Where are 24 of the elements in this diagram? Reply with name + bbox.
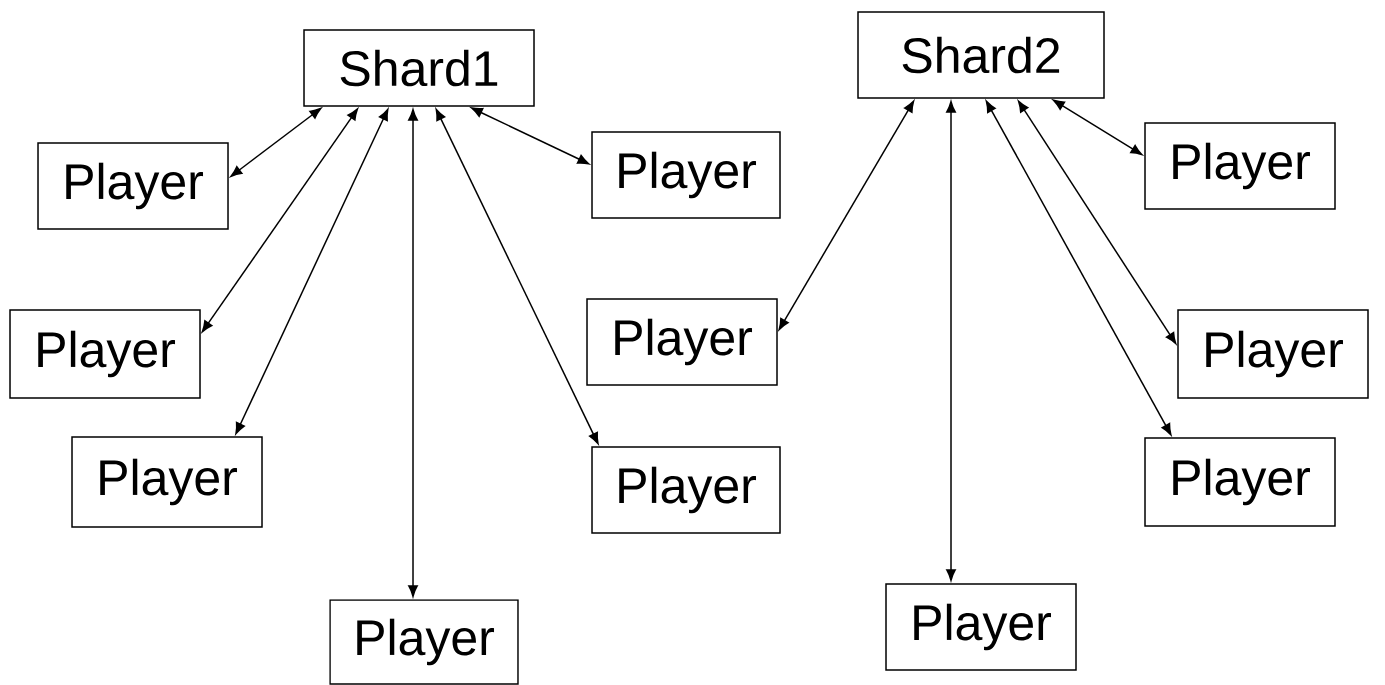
player-box: Player bbox=[1144, 122, 1336, 210]
player-box: Player bbox=[1177, 309, 1369, 399]
player-box: Player bbox=[37, 142, 229, 230]
arrow bbox=[235, 108, 389, 435]
arrow bbox=[1052, 99, 1143, 156]
player-box: Player bbox=[591, 131, 781, 219]
player-box: Player bbox=[71, 436, 263, 528]
arrow bbox=[470, 107, 590, 165]
arrow bbox=[778, 100, 915, 331]
arrow bbox=[230, 107, 322, 177]
arrow bbox=[985, 100, 1172, 436]
player-box: Player bbox=[885, 583, 1077, 671]
shard-box: Shard1 bbox=[303, 29, 535, 107]
player-box: Player bbox=[586, 298, 778, 386]
player-box: Player bbox=[591, 446, 781, 534]
arrow bbox=[946, 100, 956, 582]
player-box: Player bbox=[9, 309, 201, 399]
arrow bbox=[201, 108, 359, 333]
player-box: Player bbox=[329, 599, 519, 685]
player-box: Player bbox=[1144, 437, 1336, 527]
arrow bbox=[435, 108, 599, 445]
shard-box: Shard2 bbox=[857, 11, 1105, 99]
arrow bbox=[408, 108, 418, 598]
arrow bbox=[1017, 100, 1177, 345]
